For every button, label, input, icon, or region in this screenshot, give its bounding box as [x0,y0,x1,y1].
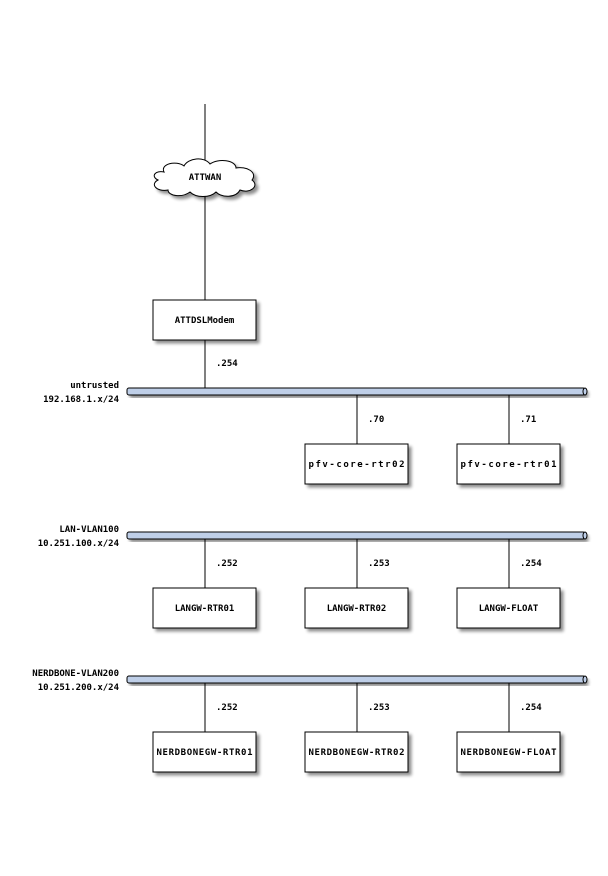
modem-address: .254 [216,359,238,369]
network-bar[interactable] [126,387,586,396]
network-segment: untrusted 192.168.1.x/24 .70 pfv-core-rtr02… [43,381,588,485]
node-box[interactable] [304,443,409,485]
node[interactable]: .70 pfv-core-rtr02 [304,395,409,485]
node-address: .252 [216,559,238,569]
node-box[interactable] [152,587,257,629]
node-address: .254 [520,703,542,713]
network-name: untrusted [70,381,119,391]
network-segment: LAN-VLAN100 10.251.100.x/24 .252LANGW-RTR0… [38,525,588,629]
network-name: LAN-VLAN100 [59,525,119,535]
network-subnet: 10.251.200.x/24 [38,683,120,693]
node-address: .70 [368,415,384,425]
internet-cloud[interactable] [153,158,256,197]
network-bar[interactable] [126,675,586,684]
node-label: LANGW-RTR01 [175,604,235,614]
node-address: .252 [216,703,238,713]
node-label: NERDBONEGW-FLOAT [461,748,558,758]
node-box[interactable] [304,731,409,773]
network-segment: NERDBONE-VLAN200 10.251.200.x/24 .252NERDB… [32,669,588,773]
node-box[interactable] [152,731,257,773]
cloud-icon [153,158,256,197]
node-label: LANGW-RTR02 [327,604,387,614]
node-address: .253 [368,703,390,713]
internet-label: ATTWAN [189,173,222,183]
network-name: NERDBONE-VLAN200 [32,669,119,679]
node-label: NERDBONEGW-RTR02 [309,748,405,758]
node-label: pfv-core-rtr01 [461,460,557,470]
modem-node[interactable]: ATTDSLModem [152,299,257,341]
node-box[interactable] [304,587,409,629]
node-label: LANGW-FLOAT [479,604,539,614]
node-label: pfv-core-rtr02 [309,460,405,470]
modem-label: ATTDSLModem [175,316,235,326]
node[interactable]: .71 pfv-core-rtr01 [456,395,561,485]
network-subnet: 10.251.100.x/24 [38,539,120,549]
node-address: .253 [368,559,390,569]
network-bar-end [582,387,588,396]
node-box[interactable] [456,587,561,629]
node-address: .254 [520,559,542,569]
network-subnet: 192.168.1.x/24 [43,395,119,405]
node-box[interactable] [456,731,561,773]
node-address: .71 [520,415,536,425]
node-label: NERDBONEGW-RTR01 [157,748,253,758]
network-bar[interactable] [126,531,586,540]
network-bar-end [582,531,588,540]
node-box[interactable] [456,443,561,485]
network-bar-end [582,675,588,684]
